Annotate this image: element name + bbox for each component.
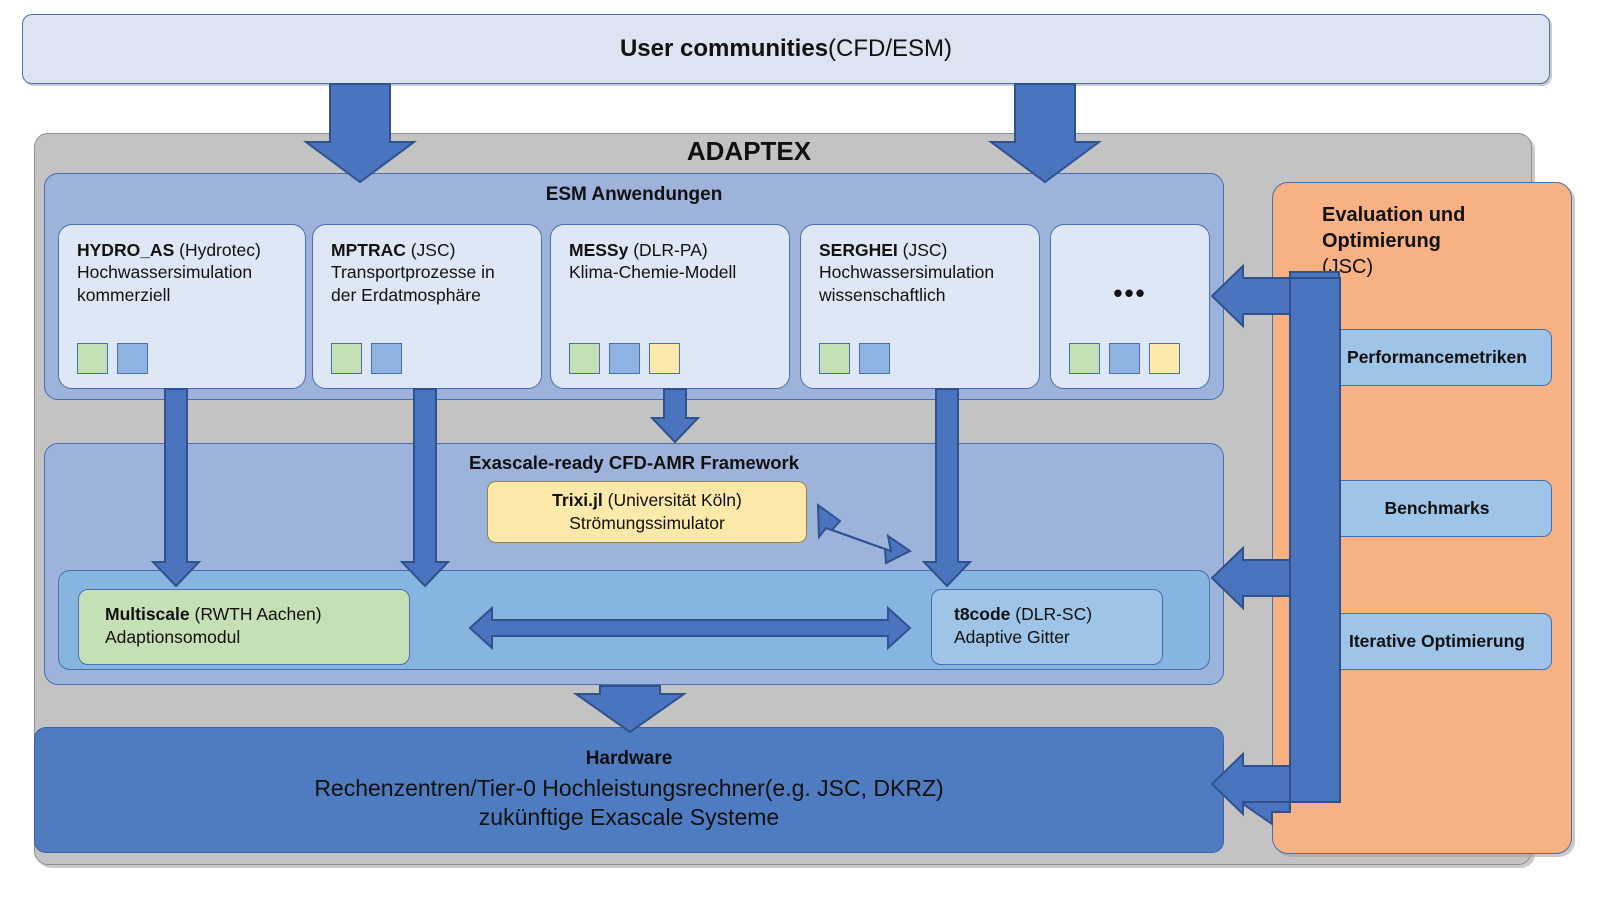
multiscale-box[interactable]: Multiscale (RWTH Aachen) Adaptionsomodul: [78, 589, 410, 665]
chip-green-icon: [331, 343, 362, 374]
esm-card-heading: HYDRO_AS (Hydrotec): [77, 240, 261, 260]
esm-card-line2: der Erdatmosphäre: [331, 284, 481, 305]
esm-card-messy[interactable]: MESSy (DLR-PA) Klima-Chemie-Modell: [550, 224, 790, 389]
t8code-heading: t8code (DLR-SC): [954, 604, 1093, 624]
esm-card-chips: [569, 343, 680, 374]
chip-green-icon: [1069, 343, 1100, 374]
esm-card-chips: [331, 343, 402, 374]
esm-card-heading: MESSy (DLR-PA): [569, 240, 708, 260]
eval-chip-performance-metrics[interactable]: Performancemetriken: [1322, 329, 1552, 386]
multiscale-heading: Multiscale (RWTH Aachen): [105, 604, 322, 624]
esm-card-ellipsis: •••: [1113, 278, 1147, 308]
user-communities-banner: User communities (CFD/ESM): [22, 14, 1550, 84]
chip-yellow-icon: [649, 343, 680, 374]
esm-card-line2: wissenschaftlich: [819, 284, 946, 305]
esm-card-serghei[interactable]: SERGHEI (JSC) Hochwassersimulation wisse…: [800, 224, 1040, 389]
t8code-box[interactable]: t8code (DLR-SC) Adaptive Gitter: [931, 589, 1163, 665]
esm-card-heading: MPTRAC (JSC): [331, 240, 456, 260]
hardware-line2: zukünftige Exascale Systeme: [478, 804, 780, 830]
chip-blue-icon: [609, 343, 640, 374]
esm-card-chips: [1069, 343, 1180, 374]
user-communities-label-bold: User communities: [619, 35, 829, 62]
chip-blue-icon: [371, 343, 402, 374]
esm-card-hydro-as[interactable]: HYDRO_AS (Hydrotec) Hochwassersimulation…: [58, 224, 306, 389]
chip-green-icon: [569, 343, 600, 374]
esm-card-heading: SERGHEI (JSC): [819, 240, 948, 260]
esm-card-mptrac[interactable]: MPTRAC (JSC) Transportprozesse in der Er…: [312, 224, 542, 389]
adaptex-title: ADAPTEX: [686, 136, 812, 166]
chip-blue-icon: [859, 343, 890, 374]
hardware-line1: Rechenzentren/Tier-0 Hochleistungsrechne…: [314, 774, 944, 801]
hardware-box: Hardware Rechenzentren/Tier-0 Hochleistu…: [34, 727, 1224, 853]
eval-title-line1: Evaluation und: [1322, 204, 1466, 226]
chip-blue-icon: [1109, 343, 1140, 374]
esm-card-chips: [819, 343, 890, 374]
evaluation-optimization-title: Evaluation und Optimierung (JSC): [1322, 202, 1562, 280]
esm-card-line1: Klima-Chemie-Modell: [569, 262, 737, 283]
chip-green-icon: [819, 343, 850, 374]
t8code-subtitle: Adaptive Gitter: [954, 627, 1070, 648]
multiscale-subtitle: Adaptionsomodul: [105, 627, 241, 648]
user-communities-label-normal: (CFD/ESM): [828, 35, 953, 62]
chip-yellow-icon: [1149, 343, 1180, 374]
esm-card-line1: Hochwassersimulation: [819, 262, 995, 283]
cfd-amr-framework-title: Exascale-ready CFD-AMR Framework: [468, 452, 800, 473]
esm-applications-title: ESM Anwendungen: [545, 184, 723, 205]
chip-green-icon: [77, 343, 108, 374]
eval-chip-iterative-optimization[interactable]: Iterative Optimierung: [1322, 613, 1552, 670]
eval-title-line2: Optimierung: [1322, 230, 1441, 252]
esm-card-more[interactable]: •••: [1050, 224, 1210, 389]
esm-card-line1: Transportprozesse in: [331, 262, 495, 283]
esm-card-line1: Hochwassersimulation: [77, 262, 253, 283]
trixi-heading: Trixi.jl (Universität Köln): [552, 490, 742, 511]
hardware-title: Hardware: [585, 747, 673, 769]
chip-blue-icon: [117, 343, 148, 374]
esm-card-line2: kommerziell: [77, 284, 171, 305]
eval-chip-benchmarks[interactable]: Benchmarks: [1322, 480, 1552, 537]
trixi-subtitle: Strömungssimulator: [569, 513, 725, 533]
eval-title-sub: (JSC): [1322, 256, 1374, 278]
esm-card-chips: [77, 343, 148, 374]
trixi-jl-box[interactable]: Trixi.jl (Universität Köln) Strömungssim…: [487, 481, 807, 543]
